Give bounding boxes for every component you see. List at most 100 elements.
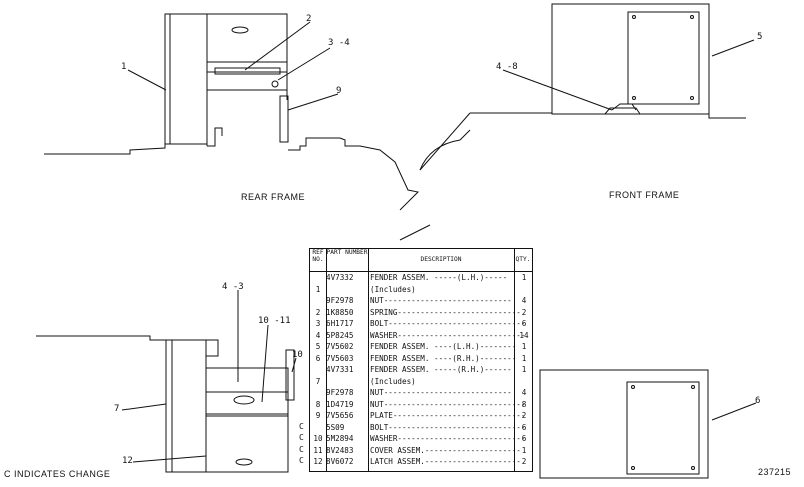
- header-qty: QTY.: [515, 256, 531, 263]
- table-row: 5S09 BOLT------------------------------6: [310, 423, 532, 432]
- part-number-cell: 7V5603: [326, 353, 354, 363]
- quantity-cell: 1: [521, 273, 527, 282]
- table-row: 9F2978 NUT---------------------------- 4: [310, 296, 532, 305]
- ref-no-cell: 10: [313, 434, 323, 443]
- rear-frame-caption: REAR FRAME: [241, 192, 306, 202]
- drawing-number: 237215: [758, 467, 792, 477]
- description-cell: COVER ASSEM.---------------------: [370, 445, 521, 455]
- table-row: 3 6H1717 BOLT-----------------------------…: [310, 319, 532, 328]
- ref-no-cell: 7: [315, 376, 321, 386]
- header-ref: REF NO.: [312, 249, 324, 263]
- change-marker: C: [299, 433, 304, 442]
- callout-5: 5: [757, 32, 763, 42]
- ref-no-cell: 6: [315, 353, 321, 363]
- quantity-cell: 6: [521, 434, 527, 443]
- ref-no-cell: 1: [315, 284, 321, 294]
- header-description: DESCRIPTION: [420, 256, 462, 263]
- ref-no-cell: 11: [313, 445, 323, 455]
- description-cell: (Includes): [370, 284, 416, 294]
- table-row: 7 (Includes): [310, 377, 532, 386]
- quantity-cell: 4: [521, 388, 527, 397]
- ref-no-cell: 5: [315, 342, 321, 351]
- quantity-cell: 6: [521, 319, 527, 328]
- table-row: 9 7V5656 PLATE----------------------------…: [310, 411, 532, 420]
- ref-no-cell: 9: [315, 411, 321, 420]
- ref-no-cell: 12: [313, 457, 323, 466]
- part-number-cell: 9F2978: [326, 296, 354, 305]
- change-marker: C: [299, 456, 304, 465]
- part-number-cell: 6H1717: [326, 319, 354, 328]
- table-row: 5 7V5602 FENDER ASSEM. ----(L.H.)-------- 1: [310, 342, 532, 351]
- description-cell: (Includes): [370, 376, 416, 386]
- callout-10-11: 10 -11: [258, 316, 291, 326]
- part-number-cell: 7V5602: [326, 342, 354, 351]
- part-number-cell: 5S09: [326, 422, 345, 432]
- quantity-cell: 6: [521, 422, 527, 432]
- quantity-cell: 1: [521, 365, 527, 374]
- callout-12: 12: [122, 456, 133, 466]
- header-part-number: PART NUMBER: [326, 249, 368, 256]
- callout-4-8: 4 -8: [496, 62, 518, 72]
- part-number-cell: 4V7331: [326, 365, 354, 374]
- part-number-cell: 7V5656: [326, 411, 354, 420]
- table-row: 1 (Includes): [310, 285, 532, 294]
- description-cell: LATCH ASSEM.---------------------: [370, 457, 521, 466]
- quantity-cell: 1: [521, 342, 527, 351]
- callout-3-4: 3 -4: [328, 38, 350, 48]
- description-cell: WASHER----------------------------: [370, 434, 526, 443]
- quantity-cell: 2: [521, 457, 527, 466]
- part-number-cell: 8V6072: [326, 457, 354, 466]
- part-number-cell: 4V7332: [326, 273, 354, 282]
- part-number-cell: 1K8850: [326, 307, 354, 317]
- part-number-cell: 5P8245: [326, 330, 354, 340]
- quantity-cell: 14: [519, 330, 529, 340]
- front-frame-caption: FRONT FRAME: [609, 190, 680, 200]
- col-divider: [514, 249, 515, 471]
- leader-lines: [121, 21, 757, 463]
- front-frame-drawing: [419, 3, 746, 171]
- quantity-cell: 1: [521, 445, 527, 455]
- callout-10: 10: [292, 350, 303, 360]
- parts-table: REF NO. PART NUMBER DESCRIPTION QTY. 4V7…: [309, 248, 533, 472]
- part-number-cell: 5M2894: [326, 434, 354, 443]
- callout-9: 9: [336, 86, 342, 96]
- part-number-cell: 1D4719: [326, 399, 354, 409]
- ref-no-cell: 2: [315, 307, 321, 317]
- description-cell: NUT-------------------------------: [370, 399, 526, 409]
- ref-no-cell: 4: [315, 330, 321, 340]
- quantity-cell: 2: [521, 307, 527, 317]
- part-number-cell: 9F2978: [326, 388, 354, 397]
- parts-table-header: REF NO. PART NUMBER DESCRIPTION QTY.: [310, 249, 532, 272]
- description-cell: BOLT------------------------------: [370, 319, 526, 328]
- change-marker: C: [299, 421, 304, 431]
- description-cell: FENDER ASSEM. ----(L.H.)--------: [370, 342, 517, 351]
- table-row: 4V7331 FENDER ASSEM. -----(R.H.)------ 1: [310, 365, 532, 374]
- description-cell: NUT----------------------------: [370, 296, 512, 305]
- quantity-cell: 1: [521, 353, 527, 363]
- ref-no-cell: 3: [315, 319, 321, 328]
- callout-7: 7: [114, 404, 120, 414]
- callout-2: 2: [306, 14, 312, 24]
- description-cell: FENDER ASSEM. ----(R.H.)--------: [370, 353, 517, 363]
- quantity-cell: 4: [521, 296, 527, 305]
- part-number-cell: 8V2483: [326, 445, 354, 455]
- col-divider: [326, 249, 327, 471]
- rear-frame-drawing: [44, 13, 471, 241]
- change-marker: C: [299, 444, 304, 454]
- description-cell: FENDER ASSEM. -----(R.H.)------: [370, 365, 512, 374]
- quantity-cell: 2: [521, 411, 527, 420]
- description-cell: PLATE-----------------------------: [370, 411, 526, 420]
- callout-4-3: 4 -3: [222, 282, 244, 292]
- description-cell: SPRING---------------------------: [370, 307, 521, 317]
- front-fender-drawing: [539, 369, 709, 479]
- ref-no-cell: 8: [315, 399, 321, 409]
- description-cell: BOLT------------------------------: [370, 422, 526, 432]
- callout-1: 1: [121, 62, 127, 72]
- callout-6: 6: [755, 396, 761, 406]
